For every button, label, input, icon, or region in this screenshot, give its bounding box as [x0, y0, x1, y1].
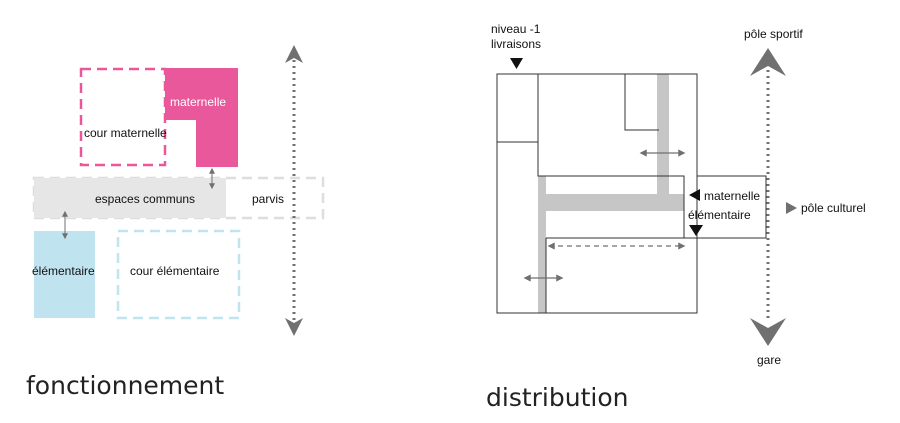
label-cour-maternelle: cour maternelle	[84, 126, 167, 140]
maternelle-block	[165, 68, 238, 167]
entry-marker-elementaire	[689, 225, 703, 236]
wing-annex-right	[697, 175, 767, 239]
axis-arrowhead-bottom-right	[750, 318, 786, 346]
cour-elementaire-zone	[116, 229, 241, 320]
axis-arrowhead-top-left	[285, 45, 303, 63]
label-pole-culturel: pôle culturel	[801, 201, 866, 215]
elementaire-block	[34, 231, 95, 318]
entry-marker-maternelle	[689, 189, 700, 201]
title-fonctionnement: fonctionnement	[26, 371, 224, 400]
label-niveau: niveau -1	[491, 22, 541, 36]
corridor-vertical-left	[538, 176, 546, 313]
wing-bottom	[545, 237, 697, 313]
label-maternelle: maternelle	[170, 95, 226, 109]
corridor-horizontal	[538, 194, 684, 211]
entry-marker-livraisons	[510, 58, 523, 69]
label-livraisons: livraisons	[491, 37, 541, 51]
axis-arrowhead-top-right	[750, 48, 786, 76]
distribution-diagram: niveau -1 livraisons pôle sportif matern…	[486, 22, 866, 412]
label-parvis: parvis	[252, 192, 284, 206]
wing-top-right	[624, 74, 659, 131]
axis-arrowhead-bottom-left	[285, 318, 303, 336]
pole-culturel-marker	[786, 202, 797, 214]
label-cour-elementaire: cour élémentaire	[130, 264, 220, 278]
label-elementaire: élémentaire	[32, 264, 95, 278]
label-pole-sportif: pôle sportif	[744, 27, 803, 41]
title-distribution: distribution	[486, 383, 628, 412]
wing-middle	[497, 141, 685, 238]
corridor-vertical-right	[657, 74, 669, 196]
label-maternelle-entry: maternelle	[704, 189, 760, 203]
label-espaces-communs: espaces communs	[95, 192, 195, 206]
cour-maternelle-zone	[79, 67, 167, 167]
fonctionnement-diagram: maternelle cour maternelle espaces commu…	[26, 45, 325, 400]
label-gare: gare	[757, 353, 781, 367]
label-elementaire-entry: élémentaire	[688, 208, 751, 222]
